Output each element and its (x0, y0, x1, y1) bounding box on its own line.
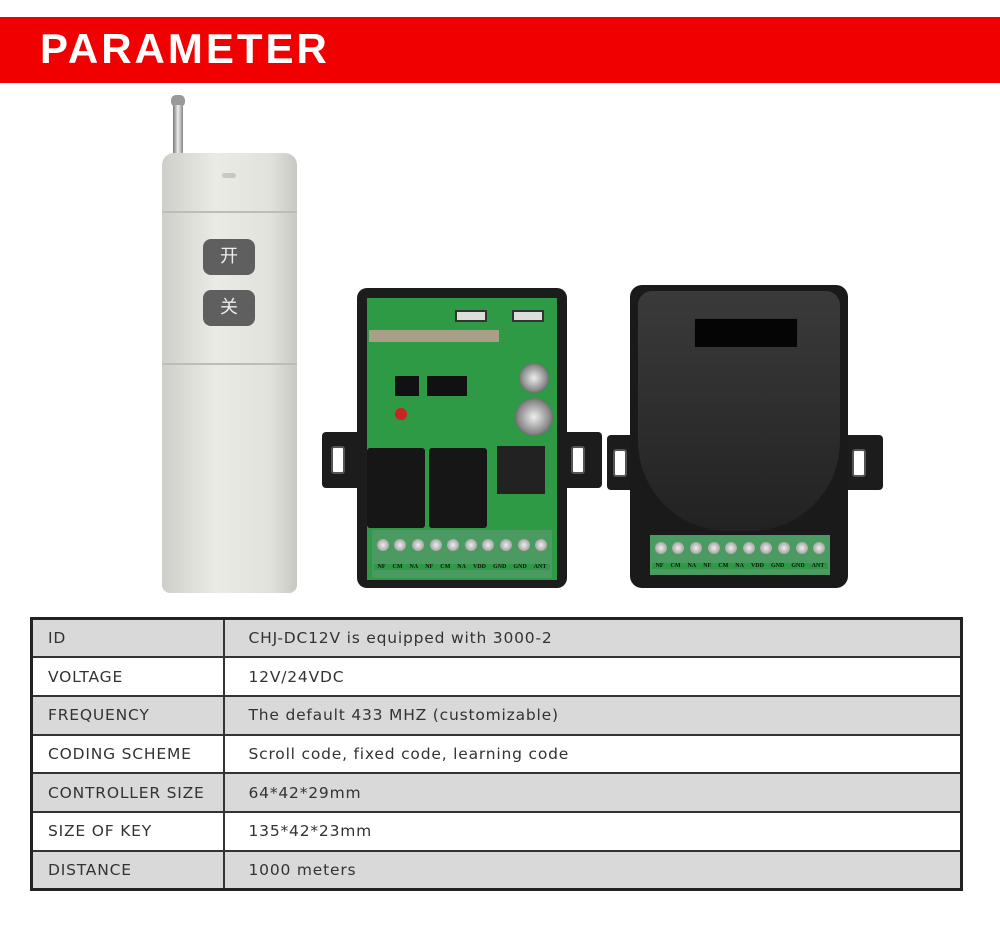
terminal-label: CM (718, 562, 729, 569)
param-label: CODING SCHEME (30, 733, 225, 775)
param-label: FREQUENCY (30, 694, 225, 736)
terminal-label: VDD (750, 562, 764, 569)
terminal-label: GND (513, 563, 527, 570)
param-value: The default 433 MHZ (customizable) (222, 694, 963, 736)
receiver-box: NF CM NA NF CM NA VDD GND GND ANT (630, 285, 848, 588)
page-title: PARAMETER (40, 25, 330, 72)
terminal-label: CM (392, 563, 403, 570)
param-label: ID (30, 617, 225, 659)
terminal-label: VDD (472, 563, 486, 570)
terminal-label: GND (770, 562, 785, 569)
terminal-label: NF (703, 562, 712, 569)
remote-body: 开 关 (162, 153, 297, 593)
terminal-label: NA (457, 563, 466, 570)
terminal-label: GND (791, 562, 805, 569)
mount-ear (322, 432, 362, 488)
terminal-label: NF (655, 562, 664, 569)
terminal-label: NF (377, 563, 386, 570)
antenna-tip (171, 95, 185, 107)
circuit-board: NF CM NA NF CM NA VDD GND GND ANT (367, 298, 557, 580)
header-banner: PARAMETER (0, 17, 1000, 83)
mount-ear (843, 435, 883, 490)
param-value: CHJ-DC12V is equipped with 3000-2 (222, 617, 963, 659)
led-indicator (222, 173, 236, 178)
terminal-label: NA (409, 563, 419, 570)
terminal-label: NF (425, 563, 434, 570)
terminal-label: GND (492, 563, 507, 570)
terminal-label: ANT (533, 563, 547, 570)
param-value: 64*42*29mm (222, 772, 963, 813)
antenna (173, 105, 183, 157)
param-label: SIZE OF KEY (30, 810, 225, 852)
terminal-label: NA (735, 562, 744, 569)
param-value: 1000 meters (222, 849, 963, 891)
terminal-block: NF CM NA NF CM NA VDD GND GND ANT (650, 535, 830, 575)
param-value: 12V/24VDC (222, 656, 963, 697)
terminal-label: CM (670, 562, 681, 569)
display-window (694, 318, 798, 348)
terminal-label: CM (440, 563, 451, 570)
terminal-label: NA (687, 562, 697, 569)
param-value: 135*42*23mm (222, 810, 963, 852)
remote-off-button: 关 (203, 290, 255, 326)
terminal-block: NF CM NA NF CM NA VDD GND GND ANT (372, 530, 552, 578)
remote-on-button: 开 (203, 239, 255, 275)
param-label: CONTROLLER SIZE (30, 772, 225, 813)
param-value: Scroll code, fixed code, learning code (222, 733, 963, 775)
param-label: VOLTAGE (30, 656, 225, 697)
param-label: DISTANCE (30, 849, 225, 891)
mount-ear (562, 432, 602, 488)
terminal-label: ANT (811, 562, 825, 569)
